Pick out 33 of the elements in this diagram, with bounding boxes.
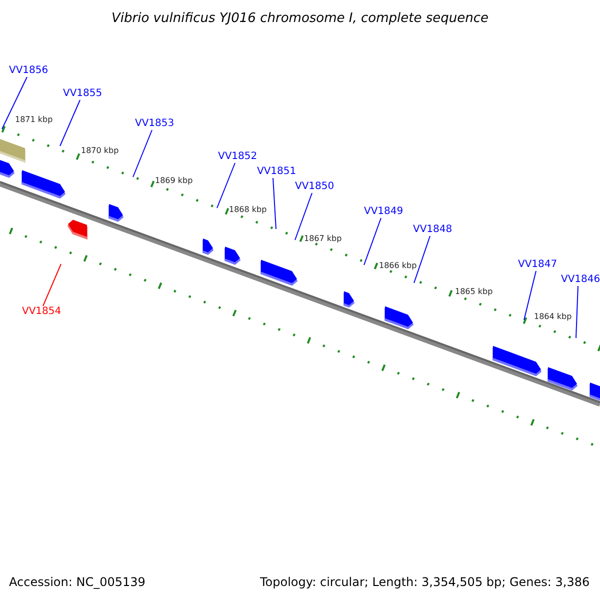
leader-line [364, 218, 382, 266]
gene-label: VV1854 [22, 307, 62, 317]
gene-label: VV1853 [135, 119, 174, 129]
gene-label: VV1847 [518, 260, 558, 270]
gene-label: VV1852 [218, 152, 258, 162]
footer-text: Topology: circular; Length: 3,354,505 bp; Genes: 3,386 [260, 576, 590, 588]
position-label: 1865 kbp [455, 288, 493, 296]
leader-line [294, 192, 312, 240]
gene-label: VV1849 [364, 207, 404, 217]
leader-line [576, 286, 578, 338]
gene-label: VV1846 [561, 275, 600, 285]
position-label: 1867 kbp [304, 235, 342, 243]
position-label: 1871 kbp [15, 116, 53, 124]
leader-line [132, 130, 152, 178]
position-label: 1864 kbp [534, 313, 572, 321]
leader-line [60, 100, 80, 146]
position-label: 1869 kbp [155, 177, 193, 185]
gene-label: VV1850 [295, 182, 334, 192]
position-label: 1870 kbp [81, 147, 119, 155]
leader-line [2, 76, 28, 130]
gene-label: VV1851 [257, 167, 296, 177]
leader-line [272, 178, 276, 230]
gene-label: VV1856 [9, 66, 48, 76]
leader-line [524, 270, 536, 320]
position-label: 1866 kbp [379, 262, 417, 270]
gene-label: VV1855 [63, 89, 102, 99]
leader-line [216, 162, 236, 208]
leader-line [42, 264, 62, 306]
leader-line [414, 236, 430, 284]
gene-label: VV1848 [413, 225, 452, 235]
footer-text: Accession: NC_005139 [9, 576, 146, 588]
title: Vibrio vulnificus YJ016 chromosome I, complete sequence [110, 11, 490, 26]
position-label: 1868 kbp [229, 206, 267, 214]
